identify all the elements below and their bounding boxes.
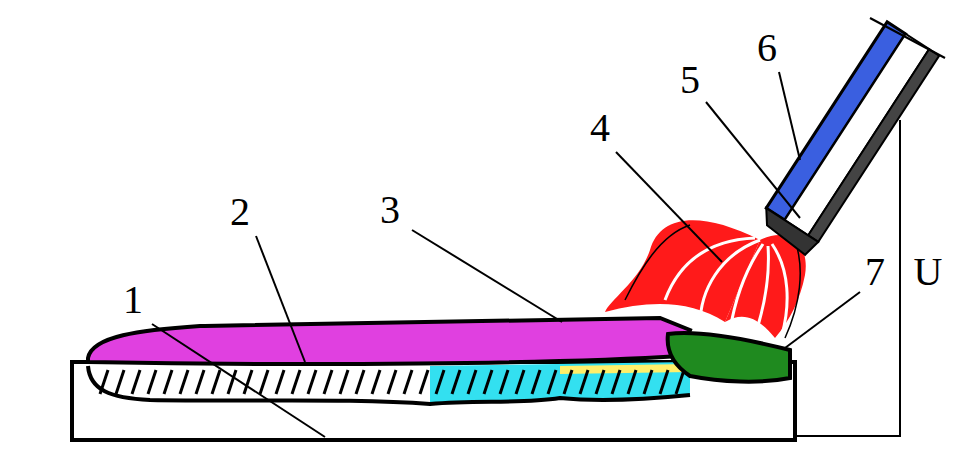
hatch-stroke [148, 370, 156, 394]
callout-number: 7 [865, 252, 885, 292]
hatch-stroke [244, 370, 252, 394]
hatch-stroke [372, 370, 380, 394]
hatch-stroke [484, 370, 492, 394]
hatch-stroke [500, 370, 508, 394]
hatch-stroke [596, 370, 604, 394]
callout-number: 5 [680, 60, 700, 100]
hatch-stroke [628, 370, 636, 394]
hatch-stroke [580, 370, 588, 394]
hatch-stroke [420, 370, 428, 394]
hatch-stroke [276, 370, 284, 394]
hatch-stroke [612, 370, 620, 394]
hatch-stroke [404, 370, 412, 394]
hatch-stroke [292, 370, 300, 394]
callout-number: 1 [123, 280, 143, 320]
hatch-stroke [196, 370, 204, 394]
voltage-bracket [797, 18, 945, 436]
hatch-stroke [356, 370, 364, 394]
hatch-stroke [388, 370, 396, 394]
weld-pool [668, 333, 790, 382]
callout-number: 3 [380, 190, 400, 230]
callout-number: U [914, 252, 943, 292]
fusion-line [88, 366, 690, 404]
electrode-tip [756, 208, 818, 257]
hatch-stroke [676, 370, 684, 394]
hatch-stroke [116, 370, 124, 394]
hatch-stroke [644, 370, 652, 394]
weld-seam-hatching [100, 370, 684, 394]
hatch-stroke [660, 370, 668, 394]
hatch-stroke [324, 370, 332, 394]
hatch-stroke [180, 370, 188, 394]
electrode-core [785, 34, 929, 235]
hatch-stroke [132, 370, 140, 394]
hatch-stroke [468, 370, 476, 394]
leader-lines [152, 72, 860, 437]
hatch-stroke [532, 370, 540, 394]
arc-plasma [605, 220, 806, 338]
callout-number: 6 [757, 28, 777, 68]
hatch-stroke [548, 370, 556, 394]
callout-number: 2 [230, 192, 250, 232]
hatch-stroke [308, 370, 316, 394]
hatch-stroke [564, 370, 572, 394]
hatch-stroke [212, 370, 220, 394]
hatch-stroke [260, 370, 268, 394]
hatch-stroke [516, 370, 524, 394]
weld-metal-zone [560, 364, 690, 374]
hatch-stroke [164, 370, 172, 394]
electrode-coating [808, 49, 939, 242]
hatch-stroke [452, 370, 460, 394]
electrode [756, 22, 939, 257]
callout-number: 4 [590, 108, 610, 148]
hatch-stroke [340, 370, 348, 394]
hatch-stroke [436, 370, 444, 394]
